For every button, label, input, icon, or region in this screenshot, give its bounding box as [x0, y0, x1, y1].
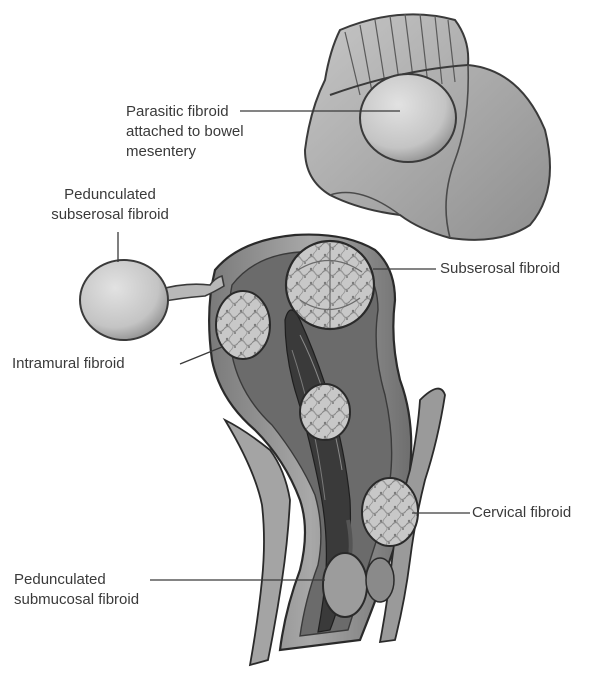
- submucosal-intramural-fibroid: [300, 384, 350, 440]
- label-pedunculated-subserosal-fibroid: Pedunculated subserosal fibroid: [30, 185, 190, 225]
- label-pedunculated-submucosal-fibroid: Pedunculated submucosal fibroid: [14, 570, 139, 610]
- bowel-mesentery: [305, 14, 550, 240]
- subserosal-fibroid: [286, 241, 374, 329]
- label-intramural-fibroid: Intramural fibroid: [12, 354, 125, 374]
- intramural-fibroid: [216, 291, 270, 359]
- label-parasitic-fibroid: Parasitic fibroid attached to bowel mese…: [126, 102, 244, 162]
- cervical-fibroid: [362, 478, 418, 546]
- label-cervical-fibroid: Cervical fibroid: [472, 503, 571, 523]
- label-subserosal-fibroid: Subserosal fibroid: [440, 259, 560, 279]
- pedunculated-subserosal-fibroid: [80, 260, 224, 340]
